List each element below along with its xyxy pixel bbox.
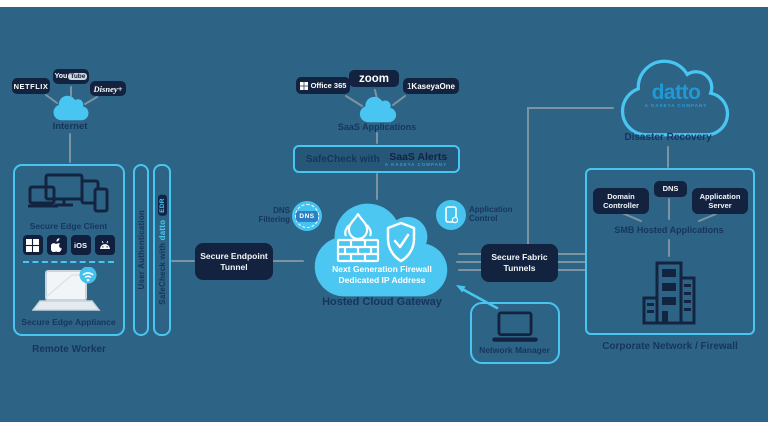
datto-brand-text: datto xyxy=(157,219,167,241)
kaseyaone-logo: 1 KaseyaOne xyxy=(403,78,459,94)
disney-plus-logo: Disney+ xyxy=(90,81,126,96)
application-server-box: Application Server xyxy=(692,188,748,214)
building-icon xyxy=(642,261,696,325)
saas-alerts-logo: SaaS Alerts A KASEYA COMPANY xyxy=(384,150,448,167)
secure-fabric-tunnels-box: Secure Fabric Tunnels xyxy=(481,244,558,282)
gateway-text: Next Generation Firewall Dedicated IP Ad… xyxy=(302,264,462,285)
windows-icon xyxy=(22,235,43,255)
saas-applications-label: SaaS Applications xyxy=(337,122,417,132)
internet-label: Internet xyxy=(52,121,88,132)
dns-badge-text: DNS xyxy=(296,211,318,222)
safecheck-saas-alerts-banner: SafeCheck with SaaS Alerts A KASEYA COMP… xyxy=(293,145,460,173)
datto-logo: datto A KASEYA COMPANY xyxy=(644,81,708,108)
internet-cloud-icon xyxy=(53,95,89,121)
corporate-network-panel: Domain Controller DNS Application Server… xyxy=(585,168,755,335)
office-icon xyxy=(299,81,308,90)
zoom-logo: zoom xyxy=(349,70,399,87)
safecheck-edr-label: SafeCheck with datto EDR xyxy=(157,195,167,305)
apple-icon xyxy=(46,235,67,255)
bottom-margin xyxy=(0,422,768,433)
secure-edge-panel: Secure Edge Client iOS xyxy=(13,164,125,336)
domain-controller-box: Domain Controller xyxy=(593,188,649,214)
youtube-tube-box: Tube xyxy=(68,73,88,80)
network-manager-label: Network Manager xyxy=(479,345,550,355)
gateway-line2: Dedicated IP Address xyxy=(338,274,426,285)
office-365-logo: Office 365 xyxy=(296,77,350,94)
disaster-recovery-cloud-icon xyxy=(620,59,730,137)
remote-worker-caption: Remote Worker xyxy=(32,344,106,355)
dns-badge-icon: DNS xyxy=(292,201,322,231)
application-control-icon xyxy=(436,200,466,230)
secure-edge-appliance-label: Secure Edge Appliance xyxy=(21,317,116,327)
dns-box: DNS xyxy=(654,181,687,197)
netflix-logo: NETFLIX xyxy=(12,78,50,94)
os-icons-row: iOS xyxy=(15,235,122,255)
ios-icon: iOS xyxy=(70,235,91,255)
banner-prefix: SafeCheck with xyxy=(305,153,380,165)
network-manager-box: Network Manager xyxy=(470,302,560,364)
client-devices-icon xyxy=(28,173,109,213)
smb-hosted-applications-label: SMB Hosted Applications xyxy=(614,225,724,235)
dns-filtering-label: DNS Filtering xyxy=(258,206,290,225)
shield-check-icon xyxy=(386,221,416,263)
disaster-recovery-caption: Disaster Recovery xyxy=(624,132,712,143)
top-margin xyxy=(0,0,768,7)
youtube-logo: You Tube xyxy=(53,69,89,84)
secure-edge-client-label: Secure Edge Client xyxy=(29,221,108,231)
safecheck-edr-bar: SafeCheck with datto EDR xyxy=(153,164,171,336)
secure-edge-appliance-icon xyxy=(32,267,101,311)
android-icon xyxy=(94,235,115,255)
corporate-network-caption: Corporate Network / Firewall xyxy=(602,341,738,352)
secure-endpoint-tunnel-box: Secure Endpoint Tunnel xyxy=(195,243,273,280)
gateway-line1: Next Generation Firewall xyxy=(332,264,432,274)
firewall-icon xyxy=(336,213,380,263)
hosted-cloud-gateway-caption: Hosted Cloud Gateway xyxy=(322,296,442,308)
user-authentication-label: User Authentication xyxy=(136,210,146,290)
saas-cloud-icon xyxy=(359,96,397,123)
panel-divider xyxy=(23,261,114,263)
edr-badge: EDR xyxy=(157,195,167,216)
manager-laptop-icon xyxy=(492,311,538,342)
application-control-label: Application Control xyxy=(469,205,513,224)
user-authentication-bar: User Authentication xyxy=(133,164,149,336)
